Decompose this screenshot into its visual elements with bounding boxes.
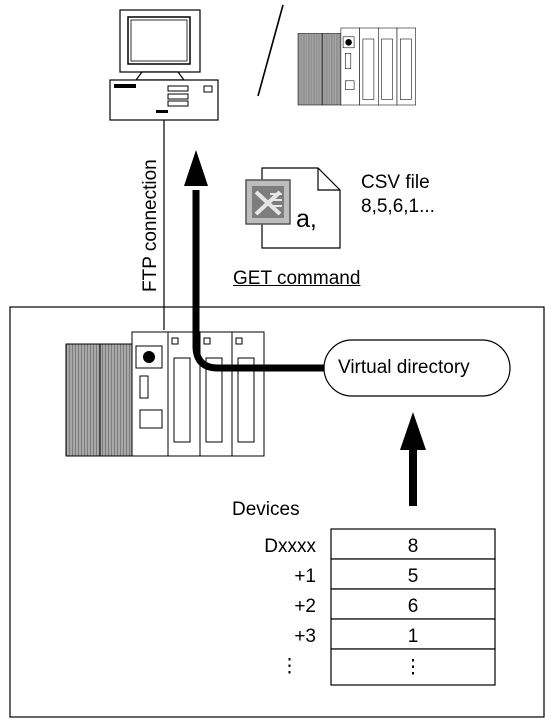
main-plc-unit <box>65 331 265 457</box>
device-label: +3 <box>294 626 316 647</box>
get-data-path <box>192 190 328 372</box>
device-value: 6 <box>407 596 419 617</box>
devices-header: Devices <box>232 499 300 520</box>
plc-system-boundary <box>9 306 545 718</box>
csv-file-icon <box>245 167 341 249</box>
device-value: 5 <box>407 566 419 587</box>
get-arrowhead <box>184 150 208 186</box>
device-label-continuation: ⋮ <box>280 656 299 677</box>
csv-icon-letter: a, <box>296 205 317 233</box>
devices-to-vdir-arrowhead <box>400 412 426 450</box>
device-label: +1 <box>294 566 316 587</box>
device-label: +2 <box>294 596 316 617</box>
device-value: 8 <box>407 536 419 557</box>
pc-icon <box>109 9 219 121</box>
device-label: Dxxxx <box>264 536 316 557</box>
or-separator <box>257 4 284 97</box>
device-value-continuation: ⋮ <box>403 657 423 678</box>
csv-file-values: 8,5,6,1... <box>361 196 435 217</box>
virtual-directory-node <box>323 339 511 397</box>
virtual-directory-label: Virtual directory <box>338 357 470 378</box>
device-table <box>330 528 496 686</box>
csv-file-title: CSV file <box>361 172 430 193</box>
ftp-connection-label: FTP connection <box>140 159 161 292</box>
plc-icon <box>297 27 416 106</box>
get-command-label: GET command <box>233 268 361 289</box>
device-value: 1 <box>407 626 419 647</box>
